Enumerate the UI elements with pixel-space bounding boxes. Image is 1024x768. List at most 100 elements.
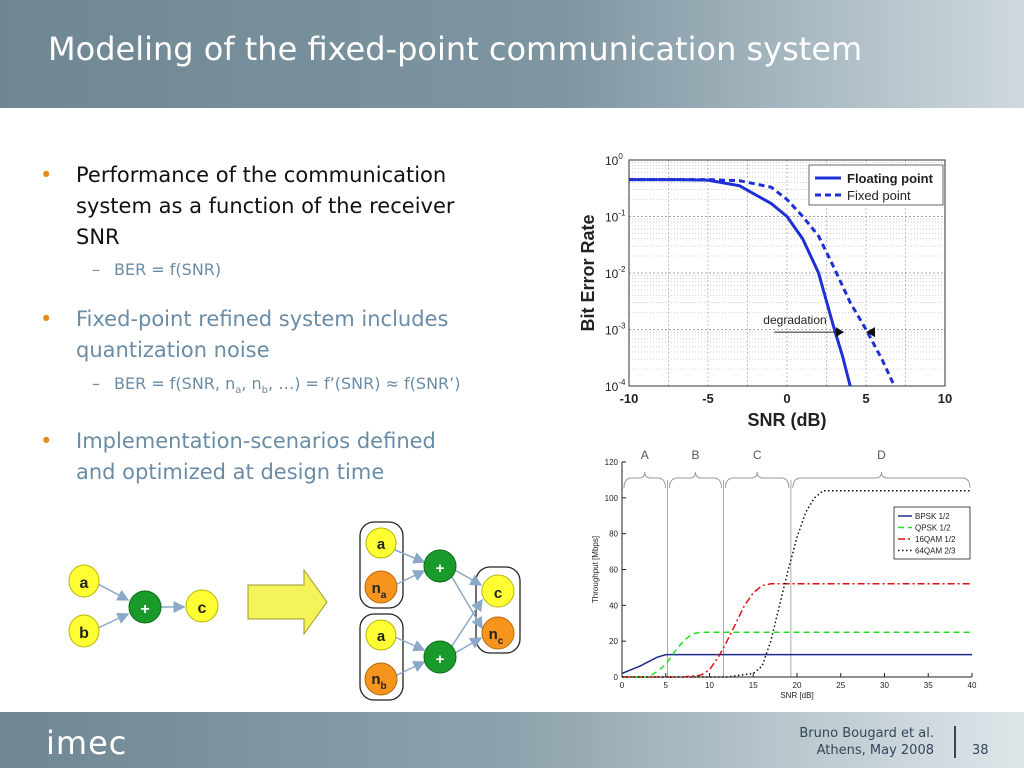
tp-y-tick-label: 40 [609, 601, 618, 610]
dataflow-diagram: a b + c a na a nb + + c nc [68, 521, 521, 701]
footer-author: Bruno Bougard et al. Athens, May 2008 [799, 725, 934, 759]
tp-series-2-line [622, 583, 972, 678]
ber-y-axis-label: Bit Error Rate [578, 214, 598, 331]
footer-divider [954, 726, 956, 758]
region-label: B [691, 448, 699, 462]
region-label: A [641, 448, 649, 462]
ber-y-tick-label: 10-1 [605, 209, 626, 225]
bullet-dot: • [40, 307, 53, 331]
tp-legend-label-2: 16QAM 1/2 [915, 535, 956, 544]
sub-2-part-2: , n [241, 374, 262, 393]
tp-y-axis-label: Throughput [Mbps] [591, 536, 600, 603]
adder-label: + [140, 601, 149, 618]
ber-y-tick-label: 10-3 [605, 322, 626, 338]
tp-x-axis-label: SNR [dB] [780, 691, 813, 700]
ber-x-tick-label: -5 [702, 391, 714, 406]
adder-bottom-label: + [436, 651, 445, 668]
sub-2-subscript-a: a [235, 385, 242, 397]
bullet-1-line-2: system as a function of the receiver [76, 194, 455, 218]
tp-y-tick-label: 0 [614, 673, 619, 682]
node-nc [481, 616, 515, 650]
bullet-2-text: Fixed-point refined system includes quan… [76, 304, 448, 366]
sub-dash: – [92, 374, 100, 393]
tp-y-tick-label: 80 [609, 530, 618, 539]
tp-legend-label-3: 64QAM 2/3 [915, 547, 956, 556]
node-c [185, 589, 219, 623]
bullet-dot: • [40, 163, 53, 187]
imec-logo: imec [46, 724, 128, 762]
bullet-dot: • [40, 429, 53, 453]
tp-y-tick-label: 60 [609, 566, 618, 575]
tp-legend-label-0: BPSK 1/2 [915, 512, 950, 521]
node-na [364, 570, 398, 604]
node-a [68, 564, 100, 598]
sub-bullet-1: –BER = f(SNR) [92, 260, 221, 279]
tp-x-tick-label: 5 [664, 681, 669, 690]
bullet-2-line-2: quantization noise [76, 338, 270, 362]
tp-x-tick-label: 15 [749, 681, 758, 690]
tp-x-tick-label: 10 [705, 681, 714, 690]
adder-node-top [423, 549, 457, 583]
node-a-top [365, 527, 397, 559]
tp-x-tick-label: 20 [793, 681, 802, 690]
diagram-right: a na a nb + + c nc [359, 521, 521, 701]
region-brace [725, 471, 790, 489]
group-a-na [359, 521, 404, 609]
degradation-arrow-head-right [866, 327, 875, 338]
page-number: 38 [972, 743, 989, 758]
bullet-1-line-1: Performance of the communication [76, 163, 447, 187]
ber-y-tick-label: 100 [605, 152, 623, 168]
bullet-3-line-1: Implementation-scenarios defined [76, 429, 436, 453]
tp-x-tick-label: 30 [880, 681, 889, 690]
sub-2-part-3: , …) = f’(SNR) ≈ f(SNR’) [268, 374, 461, 393]
region-brace [792, 471, 971, 489]
node-c-label: c [198, 600, 207, 617]
ber-plot-frame [628, 159, 946, 387]
node-a-bottom [365, 619, 397, 651]
sub-2-subscript-b: b [261, 385, 269, 397]
bullet-1-text: Performance of the communication system … [76, 160, 455, 253]
node-nb [364, 662, 398, 696]
ber-x-axis-label: SNR (dB) [748, 410, 827, 430]
sub-dash: – [92, 260, 100, 279]
node-a-label: a [80, 575, 89, 592]
tp-series-0-line [621, 653, 972, 675]
sub-bullet-1-text: BER = f(SNR) [114, 260, 222, 279]
tp-y-tick-label: 100 [605, 494, 619, 503]
node-a-top-label: a [377, 536, 386, 553]
tp-x-tick-label: 35 [924, 681, 933, 690]
ber-legend [808, 164, 944, 206]
ber-series-0-line [629, 178, 852, 387]
tp-series-1-line [622, 631, 972, 678]
group-a-nb [359, 613, 404, 701]
sub-2-part-1: BER = f(SNR, n [114, 374, 236, 393]
ber-legend-label-0: Floating point [847, 171, 934, 186]
tp-x-tick-label: 0 [620, 681, 625, 690]
ber-annotation-degradation: degradation [763, 313, 826, 327]
slide-title: Modeling of the fixed-point communicatio… [48, 30, 863, 68]
diagram-left: a b + c [68, 564, 219, 648]
sub-bullet-2: –BER = f(SNR, na, nb, …) = f’(SNR) ≈ f(S… [92, 374, 461, 396]
region-label: C [753, 448, 762, 462]
node-na-label: na [372, 580, 387, 601]
node-nc-label: nc [489, 626, 504, 647]
degradation-arrow-head-left [835, 327, 844, 338]
adder-node [128, 590, 162, 624]
node-b-label: b [79, 625, 89, 642]
ber-x-tick-label: -10 [620, 391, 639, 406]
tp-x-tick-label: 25 [836, 681, 845, 690]
slide-header: Modeling of the fixed-point communicatio… [0, 0, 1024, 108]
tp-x-tick-label: 40 [968, 681, 977, 690]
node-c-right [481, 574, 515, 608]
ber-x-tick-label: 5 [862, 391, 869, 406]
footer-place-date: Athens, May 2008 [816, 743, 934, 758]
bullet-3-line-2: and optimized at design time [76, 460, 385, 484]
region-brace [623, 471, 666, 489]
node-c-right-label: c [494, 585, 502, 602]
bullet-3-text: Implementation-scenarios defined and opt… [76, 426, 436, 488]
transform-arrow [247, 568, 328, 636]
ber-legend-label-1: Fixed point [847, 188, 911, 203]
ber-x-tick-label: 10 [938, 391, 952, 406]
